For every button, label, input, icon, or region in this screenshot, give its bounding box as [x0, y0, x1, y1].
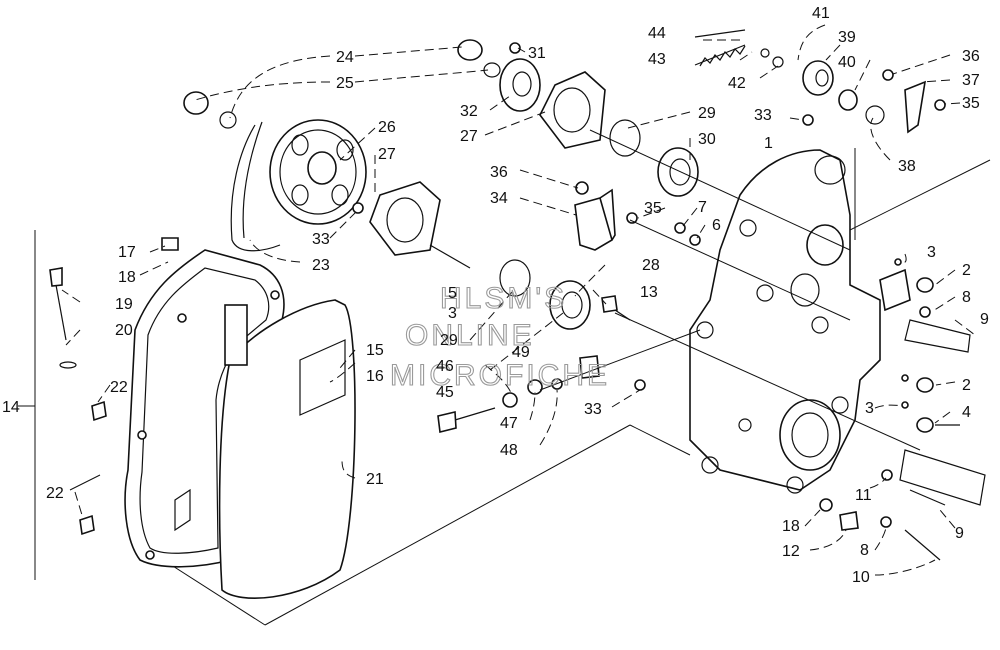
callout-30: 30 [698, 131, 716, 148]
callout-2: 2 [962, 377, 971, 394]
watermark: HLSM'S ONLINE MICROFICHE [389, 281, 610, 392]
callout-45: 45 [436, 384, 454, 401]
callout-29: 29 [440, 332, 458, 349]
callout-44: 44 [648, 25, 666, 42]
callout-22: 22 [46, 485, 64, 502]
svg-text:MICROFICHE: MICROFICHE [390, 359, 610, 392]
callout-36: 36 [490, 164, 508, 181]
callout-27: 27 [460, 128, 478, 145]
callout-23: 23 [312, 257, 330, 274]
callout-33: 33 [754, 107, 772, 124]
callout-14: 14 [2, 399, 20, 416]
callout-19: 19 [115, 296, 133, 313]
callout-16: 16 [366, 368, 384, 385]
callout-25: 25 [336, 75, 354, 92]
svg-text:HLSM'S: HLSM'S [440, 282, 567, 315]
connector-lines [539, 129, 921, 451]
callout-3: 3 [927, 244, 936, 261]
callout-37: 37 [962, 72, 980, 89]
callout-15: 15 [366, 342, 384, 359]
callout-36: 36 [962, 48, 980, 65]
callout-20: 20 [115, 322, 133, 339]
callout-9: 9 [955, 525, 964, 542]
tensioner-bracket [574, 188, 616, 251]
callout-2: 2 [962, 262, 971, 279]
callout-43: 43 [648, 51, 666, 68]
leader-lines [61, 24, 976, 576]
callout-17: 17 [118, 244, 136, 261]
callout-29: 29 [698, 105, 716, 122]
callout-7: 7 [698, 199, 707, 216]
callout-31: 31 [528, 45, 546, 62]
callout-5: 5 [448, 285, 457, 302]
plate-15 [299, 339, 346, 416]
callout-33: 33 [312, 231, 330, 248]
callout-1: 1 [764, 135, 773, 152]
callout-3: 3 [865, 400, 874, 417]
callout-4: 4 [962, 404, 971, 421]
bearings [183, 39, 814, 391]
callout-3: 3 [448, 305, 457, 322]
callout-6: 6 [712, 217, 721, 234]
bearing-plates [369, 71, 606, 256]
callout-47: 47 [500, 415, 518, 432]
chaincase-cover [124, 249, 356, 599]
callout-11: 11 [855, 487, 872, 504]
tensioner-parts [694, 29, 946, 134]
callout-49: 49 [512, 344, 530, 361]
callout-38: 38 [898, 158, 916, 175]
callout-34: 34 [490, 190, 508, 207]
callout-35: 35 [644, 200, 662, 217]
callout-46: 46 [436, 358, 454, 375]
callout-8: 8 [962, 289, 971, 306]
callout-labels: 1 2 2 3 3 3 4 5 6 7 8 8 9 9 10 11 12 13 … [2, 5, 989, 586]
callout-18: 18 [118, 269, 136, 286]
callout-48: 48 [500, 442, 518, 459]
gearcase-housing [689, 149, 881, 494]
callout-18: 18 [782, 518, 800, 535]
drive-chain [230, 121, 281, 252]
callout-40: 40 [838, 54, 856, 71]
svg-text:ONLINE: ONLINE [405, 319, 535, 352]
callout-33: 33 [584, 401, 602, 418]
small-sprocket [499, 58, 541, 112]
callout-12: 12 [782, 543, 800, 560]
callout-21: 21 [366, 471, 384, 488]
callout-41: 41 [812, 5, 830, 22]
callout-9: 9 [980, 311, 989, 328]
callout-10: 10 [852, 569, 870, 586]
bolts [49, 237, 960, 561]
callout-32: 32 [460, 103, 478, 120]
callout-26: 26 [378, 119, 396, 136]
callout-42: 42 [728, 75, 746, 92]
callout-8: 8 [860, 542, 869, 559]
callout-24: 24 [336, 49, 354, 66]
callout-27: 27 [378, 146, 396, 163]
shafts [879, 268, 986, 506]
callout-28: 28 [642, 257, 660, 274]
large-sprocket [269, 119, 367, 225]
callout-13: 13 [640, 284, 658, 301]
callout-35: 35 [962, 95, 980, 112]
callout-39: 39 [838, 29, 856, 46]
callout-22: 22 [110, 379, 128, 396]
